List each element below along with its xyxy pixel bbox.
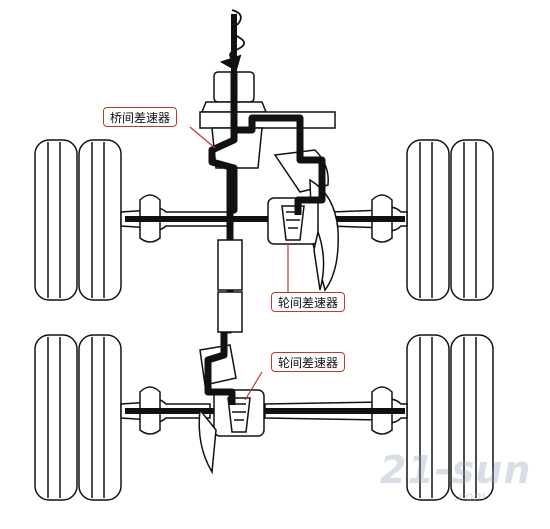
label-rear-wheel-differential: 轮间差速器	[271, 352, 346, 372]
front-differential	[267, 197, 325, 291]
watermark-logo: 21-sun .com	[380, 448, 545, 508]
watermark-sub: .com	[454, 490, 486, 505]
wheel-rear-left	[34, 334, 122, 501]
watermark-main: 21-sun	[380, 448, 532, 492]
label-interaxle-differential: 桥间差速器	[103, 107, 178, 127]
label-front-wheel-differential: 轮间差速器	[271, 292, 346, 312]
propeller-shaft	[217, 239, 243, 333]
wheel-front-right	[406, 139, 494, 301]
input-rotation-arrow-icon	[219, 9, 246, 72]
wheel-rear-right	[406, 334, 494, 501]
